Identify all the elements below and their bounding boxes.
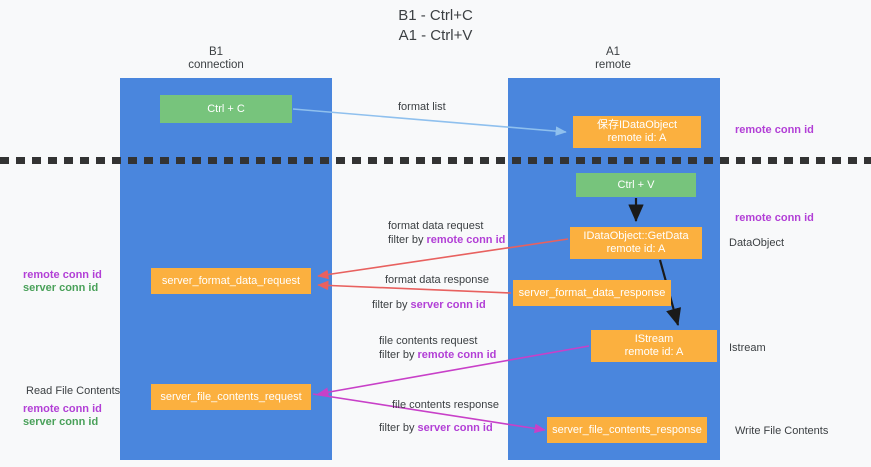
note-right-istream: Istream [729, 342, 766, 354]
edge-label-file-contents-response-filter: filter by server conn id [379, 421, 493, 436]
note-left-remote-conn-id-1: remote conn id [23, 269, 102, 281]
node-ctrl-c[interactable]: Ctrl + C [160, 95, 292, 123]
edge-label-format-data-request-filter: filter by remote conn id [388, 233, 505, 248]
arrow-file-contents-request [317, 345, 590, 397]
filter-prefix: filter by [388, 234, 427, 246]
filter-prefix: filter by [379, 349, 418, 361]
node-ctrl-v[interactable]: Ctrl + V [576, 173, 696, 197]
filter-key-server-conn-id: server conn id [417, 422, 493, 434]
lane-header-a1: A1 remote [595, 46, 631, 71]
filter-key-server-conn-id: server conn id [410, 299, 486, 311]
edge-label-format-data-request: format data request [388, 220, 484, 232]
arrow-format-data-request [317, 238, 569, 280]
filter-prefix: filter by [372, 299, 411, 311]
note-right-write-file-contents: Write File Contents [735, 425, 829, 437]
phase-divider-dashed-line [0, 157, 871, 164]
edge-label-format-data-response: format data response [385, 274, 489, 286]
note-left-server-conn-id-2: server conn id [23, 416, 99, 428]
note-right-remote-conn-id-1: remote conn id [735, 124, 814, 136]
node-server-file-contents-request[interactable]: server_file_contents_request [151, 384, 311, 410]
filter-prefix: filter by [379, 422, 418, 434]
node-idataobject-getdata[interactable]: IDataObject::GetData remote id: A [570, 227, 702, 259]
note-right-remote-conn-id-2: remote conn id [735, 212, 814, 224]
filter-key-remote-conn-id: remote conn id [426, 234, 506, 246]
edge-label-file-contents-request: file contents request [379, 335, 478, 347]
arrow-format-list [292, 108, 567, 136]
note-left-read-file-contents: Read File Contents [26, 385, 121, 397]
arrow-file-contents-response [312, 393, 546, 434]
filter-key-remote-conn-id: remote conn id [417, 349, 497, 361]
note-left-remote-conn-id-2: remote conn id [23, 403, 102, 415]
edge-label-file-contents-request-filter: filter by remote conn id [379, 348, 496, 363]
note-right-dataobject: DataObject [729, 237, 785, 249]
lane-header-b1: B1 connection [188, 46, 244, 71]
node-idataobject[interactable]: 保存IDataObject remote id: A [573, 116, 701, 148]
node-server-format-data-request[interactable]: server_format_data_request [151, 268, 311, 294]
edge-label-format-data-response-filter: filter by server conn id [372, 298, 486, 313]
diagram-title: B1 - Ctrl+C A1 - Ctrl+V [398, 7, 473, 44]
arrow-format-data-response [317, 280, 512, 294]
node-istream[interactable]: IStream remote id: A [591, 330, 717, 362]
node-server-file-contents-response[interactable]: server_file_contents_response [547, 417, 707, 443]
node-server-format-data-response[interactable]: server_format_data_response [513, 280, 671, 306]
edge-label-format-list: format list [398, 101, 446, 113]
edge-label-file-contents-response: file contents response [392, 399, 500, 411]
note-left-server-conn-id-1: server conn id [23, 282, 99, 294]
